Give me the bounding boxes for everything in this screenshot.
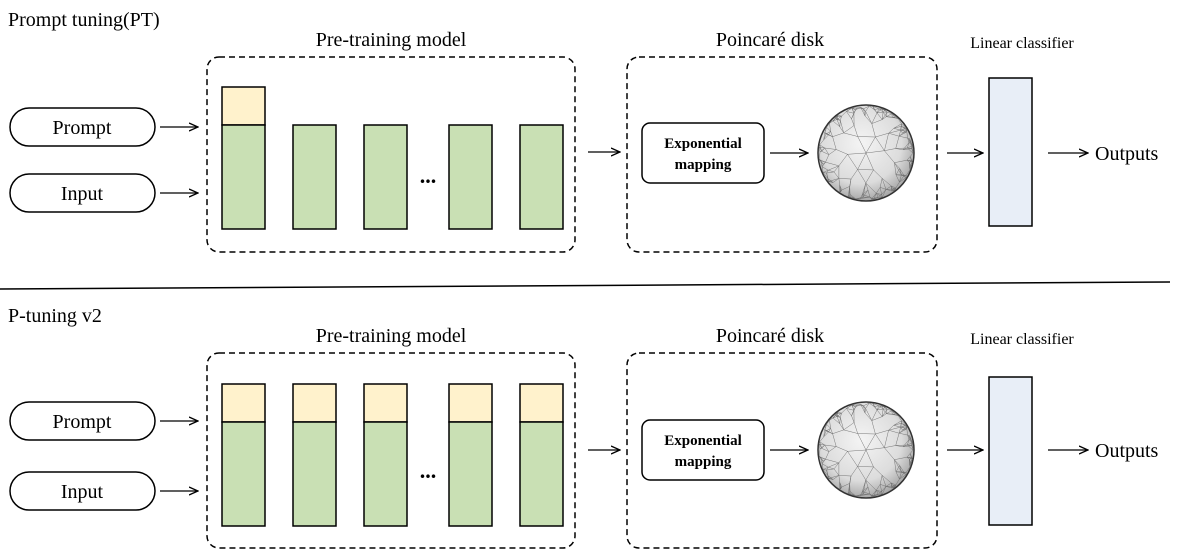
exponential-mapping-box: [641, 122, 765, 184]
prompt-input-label: Prompt: [53, 117, 112, 139]
prompt-block: [448, 383, 493, 423]
prompt-input-pill: [9, 401, 156, 441]
panel-divider: [0, 281, 1171, 290]
layer-block: [448, 421, 493, 527]
pretraining-model-box: [206, 352, 576, 549]
layer-block: [363, 124, 408, 230]
input-label: Input: [61, 183, 104, 205]
layer-block: [363, 421, 408, 527]
layer-block: [519, 421, 564, 527]
pretraining-model-label: Pre-training model: [316, 325, 467, 347]
input-pill: [9, 173, 156, 213]
ellipsis: ...: [420, 163, 437, 188]
poincare-disk-icon: [817, 401, 915, 499]
prompt-block: [221, 383, 266, 423]
linear-classifier: [988, 77, 1033, 227]
poincare-disk-icon: [817, 104, 915, 202]
prompt-block: [363, 383, 408, 423]
prompt-block: [292, 383, 337, 423]
panel-p-tuning-v2: P-tuning v2 Prompt Input Pre-training mo…: [8, 305, 1159, 549]
ellipsis: ...: [420, 458, 437, 483]
panel-title: P-tuning v2: [8, 305, 102, 327]
input-pill: [9, 471, 156, 511]
layer-block: [448, 124, 493, 230]
layer-block: [221, 124, 266, 230]
pretraining-model-box: [206, 56, 576, 253]
pretraining-model-label: Pre-training model: [316, 29, 467, 51]
input-label: Input: [61, 481, 104, 503]
mapping-line-2: mapping: [675, 157, 732, 173]
panel-title: Prompt tuning(PT): [8, 9, 160, 31]
prompt-input-label: Prompt: [53, 411, 112, 433]
mapping-line-1: Exponential: [664, 433, 742, 449]
layer-block: [519, 124, 564, 230]
disk-mesh: [819, 105, 914, 200]
classifier-label: Linear classifier: [970, 331, 1074, 348]
prompt-block: [519, 383, 564, 423]
outputs-label: Outputs: [1095, 143, 1159, 165]
outputs-label: Outputs: [1095, 440, 1159, 462]
disk-mesh: [819, 402, 914, 497]
poincare-label: Poincaré disk: [716, 325, 824, 347]
prompt-block: [221, 86, 266, 126]
poincare-box: [626, 56, 938, 253]
panel-prompt-tuning: Prompt tuning(PT) Prompt Input Pre-train…: [8, 9, 1159, 253]
poincare-box: [626, 352, 938, 549]
layer-block: [221, 421, 266, 527]
layer-block: [292, 124, 337, 230]
linear-classifier: [988, 376, 1033, 526]
layer-block: [292, 421, 337, 527]
exponential-mapping-box: [641, 419, 765, 481]
classifier-label: Linear classifier: [970, 35, 1074, 52]
poincare-label: Poincaré disk: [716, 29, 824, 51]
prompt-input-pill: [9, 107, 156, 147]
mapping-line-2: mapping: [675, 454, 732, 470]
mapping-line-1: Exponential: [664, 136, 742, 152]
